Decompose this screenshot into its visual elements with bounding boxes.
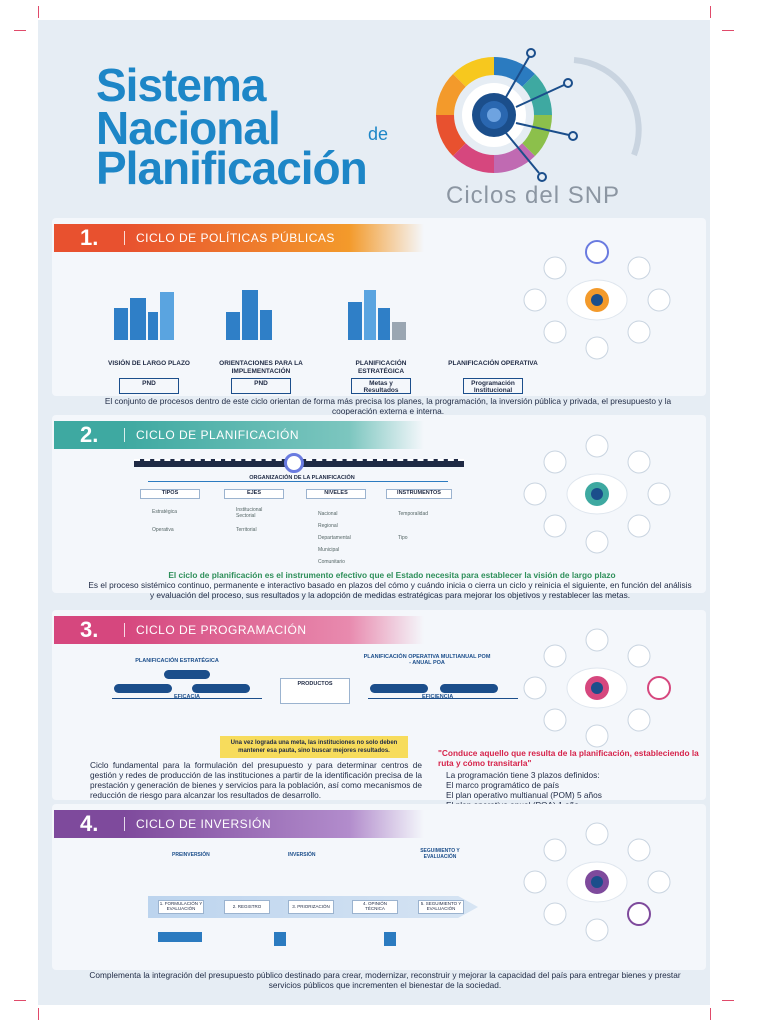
tag-pnd-2: PND [231, 378, 291, 394]
instrumento-temporalidad: Temporalidad [398, 511, 429, 517]
plazo-1: El marco programático de país [446, 780, 559, 790]
column-head-tipos: TIPOS [140, 489, 200, 499]
section-2-highlight: El ciclo de planificación es el instrume… [168, 570, 616, 580]
column-head-ejes: EJES [224, 489, 284, 499]
column-head-niveles: NIVELES [306, 489, 366, 499]
section-3-description: Ciclo fundamental para la formulación de… [90, 760, 422, 800]
step-1: 1. FORMULACIÓN Y EVALUACIÓN [158, 900, 204, 914]
title-line-3: Planificación [96, 142, 368, 194]
section-2-number: 2. [54, 421, 124, 449]
item-vision: VISIÓN DE LARGO PLAZO [108, 360, 190, 367]
section-1-number: 1. [54, 224, 124, 252]
left-head: PLANIFICACIÓN ESTRATÉGICA [135, 658, 219, 664]
plazo-2: El plan operativo multianual (POM) 5 año… [446, 790, 602, 800]
tag-metas: Metas y Resultados [351, 378, 411, 394]
section-3-quote: "Conduce aquello que resulta de la plani… [438, 748, 699, 768]
title-line-2: Nacional [96, 102, 281, 154]
section-2-description: Es el proceso sistémico continuo, perman… [88, 580, 692, 600]
nivel-municipal: Municipal [318, 547, 340, 553]
title-de: de [368, 124, 389, 144]
nivel-nacional: Nacional [318, 511, 338, 517]
right-head: PLANIFICACIÓN OPERATIVA MULTIANUAL POM -… [363, 654, 491, 666]
item-orientaciones: ORIENTACIONES PARA LA IMPLEMENTACIÓN [219, 360, 303, 375]
section-4-title: CICLO DE INVERSIÓN [124, 810, 424, 838]
column-head-instrumentos: INSTRUMENTOS [386, 489, 452, 499]
section-1-description: El conjunto de procesos dentro de este c… [104, 396, 672, 416]
tipo-operativa: Operativa [152, 527, 174, 533]
step-3: 3. PRIORIZACIÓN [288, 900, 334, 914]
pill-beneficiarios [192, 684, 250, 693]
item-estrategica: PLANIFICACIÓN ESTRATÉGICA [355, 360, 407, 375]
crop-mark [722, 1000, 734, 1001]
tipo-estrategica: Estratégica [152, 509, 178, 515]
snp-logo-icon [436, 48, 642, 182]
section-1-title: CICLO DE POLÍTICAS PÚBLICAS [124, 224, 424, 252]
document-icon [158, 932, 202, 942]
poster-subtitle: Ciclos del SNP [446, 182, 621, 209]
phase-inversion: INVERSIÓN [288, 852, 316, 858]
item-operativa: PLANIFICACIÓN OPERATIVA [448, 360, 538, 367]
cycle-wheel-2 [523, 434, 671, 554]
crop-mark [38, 1008, 39, 1020]
tag-pnd-1: PND [119, 378, 179, 394]
step-5: 5. SEGUIMIENTO Y EVALUACIÓN [418, 900, 464, 914]
tag-eficacia: EFICACIA [174, 694, 200, 700]
diagram-connector [148, 481, 448, 482]
poster-header: Sistema Nacional de Planificación Ciclos… [38, 20, 710, 210]
pill-efecto [114, 684, 172, 693]
section-3-title: CICLO DE PROGRAMACIÓN [124, 616, 424, 644]
step-4: 4. OPINIÓN TÉCNICA [352, 900, 398, 914]
section-planificacion: 2. CICLO DE PLANIFICACIÓN ORGANIZACIÓN D… [52, 415, 706, 593]
section-4-description: Complementa la integración del presupues… [89, 970, 681, 990]
nivel-departamental: Departamental [318, 535, 351, 541]
cycle-wheel-4 [523, 822, 671, 942]
document-icon [274, 932, 286, 946]
crop-mark [710, 1008, 711, 1020]
eficiencia-line [368, 698, 518, 699]
cycle-wheel-1 [523, 240, 671, 360]
pill-presupuesto [370, 684, 428, 693]
pill-impacto [164, 670, 210, 679]
eje-territorial: Territorial [236, 527, 257, 533]
section-4-number: 4. [54, 810, 124, 838]
eficacia-line [112, 698, 262, 699]
crop-mark [14, 30, 26, 31]
section-3-number: 3. [54, 616, 124, 644]
step-2: 2. REGISTRO [224, 900, 270, 914]
crop-mark [710, 6, 711, 18]
section-2-title: CICLO DE PLANIFICACIÓN [124, 421, 424, 449]
tag-eficiencia: EFICIENCIA [422, 694, 454, 700]
phase-preinversion: PREINVERSIÓN [172, 852, 210, 858]
diagram-title: ORGANIZACIÓN DE LA PLANIFICACIÓN [249, 475, 355, 481]
banner-meta: Una vez lograda una meta, las institucio… [220, 736, 408, 758]
poster: Sistema Nacional de Planificación Ciclos… [38, 20, 710, 1005]
tag-programacion: Programación Institucional [463, 378, 523, 394]
instrumento-tipo: Tipo [398, 535, 408, 541]
title-line-1: Sistema [96, 59, 266, 111]
plazos-intro: La programación tiene 3 plazos definidos… [446, 770, 600, 780]
phase-seguimiento: SEGUIMIENTO Y EVALUACIÓN [420, 848, 460, 860]
timeline-marker [284, 453, 304, 473]
eje-institucional: Institucional Sectorial [236, 507, 263, 519]
nivel-comunitario: Comunitario [318, 559, 345, 565]
nivel-regional: Regional [318, 523, 338, 529]
document-icon [384, 932, 396, 946]
crop-mark [38, 6, 39, 18]
pill-acciones [440, 684, 498, 693]
crop-mark [722, 30, 734, 31]
crop-mark [14, 1000, 26, 1001]
center-productos: PRODUCTOS [280, 678, 350, 704]
cycle-wheel-3 [523, 628, 671, 748]
building-icons [114, 290, 406, 340]
